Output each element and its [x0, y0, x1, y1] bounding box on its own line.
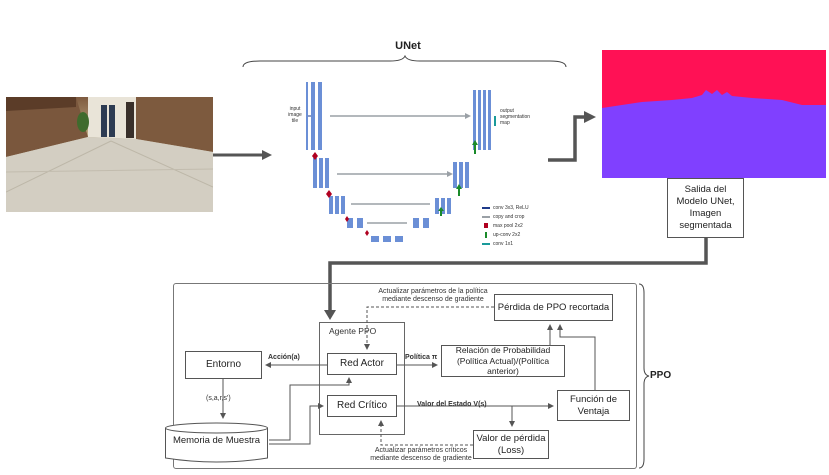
agent-ppo-container	[319, 322, 405, 435]
legend-swatch-copy-icon	[482, 215, 490, 218]
tupla-label: (s,a,r,s')	[206, 395, 231, 402]
legend-label: max pool 2x2	[493, 222, 523, 229]
unet-output-label: output segmentation map	[500, 108, 531, 126]
ppo-label: PPO	[650, 370, 672, 381]
accion-label: Acción(a)	[268, 354, 300, 361]
actualizar-politica-label: Actualizar parámetros de la política med…	[378, 288, 488, 304]
agent-ppo-label: Agente PPO	[329, 326, 377, 336]
input-image-photo	[6, 97, 213, 212]
ppo-frame	[173, 283, 637, 469]
legend-swatch-conv-icon	[482, 206, 490, 209]
legend-label: conv 3x3, ReLU	[493, 204, 529, 211]
memoria-label: Memoria de Muestra	[172, 435, 261, 446]
legend-item: conv 3x3, ReLU	[482, 203, 562, 212]
legend-item: max pool 2x2	[482, 221, 562, 230]
red-actor-box: Red Actor	[327, 353, 397, 375]
memoria-cylinder-shape	[165, 422, 268, 463]
perdida-ppo-box: Pérdida de PPO recortada	[494, 294, 613, 321]
legend-label: up-conv 2x2	[493, 231, 521, 238]
legend-swatch-conv1x1-icon	[482, 242, 490, 245]
valor-estado-label: Valor del Estado V(s)	[417, 401, 487, 408]
red-critico-box: Red Crítico	[327, 395, 397, 417]
legend-swatch-maxpool-icon	[484, 223, 488, 228]
unet-output-box: Salida del Modelo UNet, Imagen segmentad…	[667, 178, 744, 238]
unet-input-label: input image tile	[288, 106, 302, 124]
unet-architecture-diagram: input image tile output segmentation map…	[285, 78, 575, 248]
legend-item: conv 1x1	[482, 239, 562, 248]
funcion-ventaja-box: Función de Ventaja	[557, 390, 630, 421]
valor-perdida-box: Valor de pérdida (Loss)	[473, 430, 549, 459]
entorno-box: Entorno	[185, 351, 262, 379]
relacion-probabilidad-box: Relación de Probabilidad (Política Actua…	[441, 345, 565, 377]
legend-label: conv 1x1	[493, 240, 514, 247]
legend-item: copy and crop	[482, 212, 562, 221]
legend-label: copy and crop	[493, 213, 525, 220]
politica-label: Política π	[405, 354, 438, 361]
legend-swatch-upconv-icon	[485, 231, 487, 238]
unet-legend: conv 3x3, ReLU copy and crop max pool 2x…	[482, 203, 562, 248]
actualizar-critico-label: Actualizar parámetros críticos mediante …	[370, 447, 472, 463]
legend-item: up-conv 2x2	[482, 230, 562, 239]
unet-title: UNet	[395, 40, 421, 52]
unet-bracket	[242, 55, 567, 68]
segmentation-output-image	[602, 50, 826, 178]
ppo-bracket	[638, 283, 650, 469]
